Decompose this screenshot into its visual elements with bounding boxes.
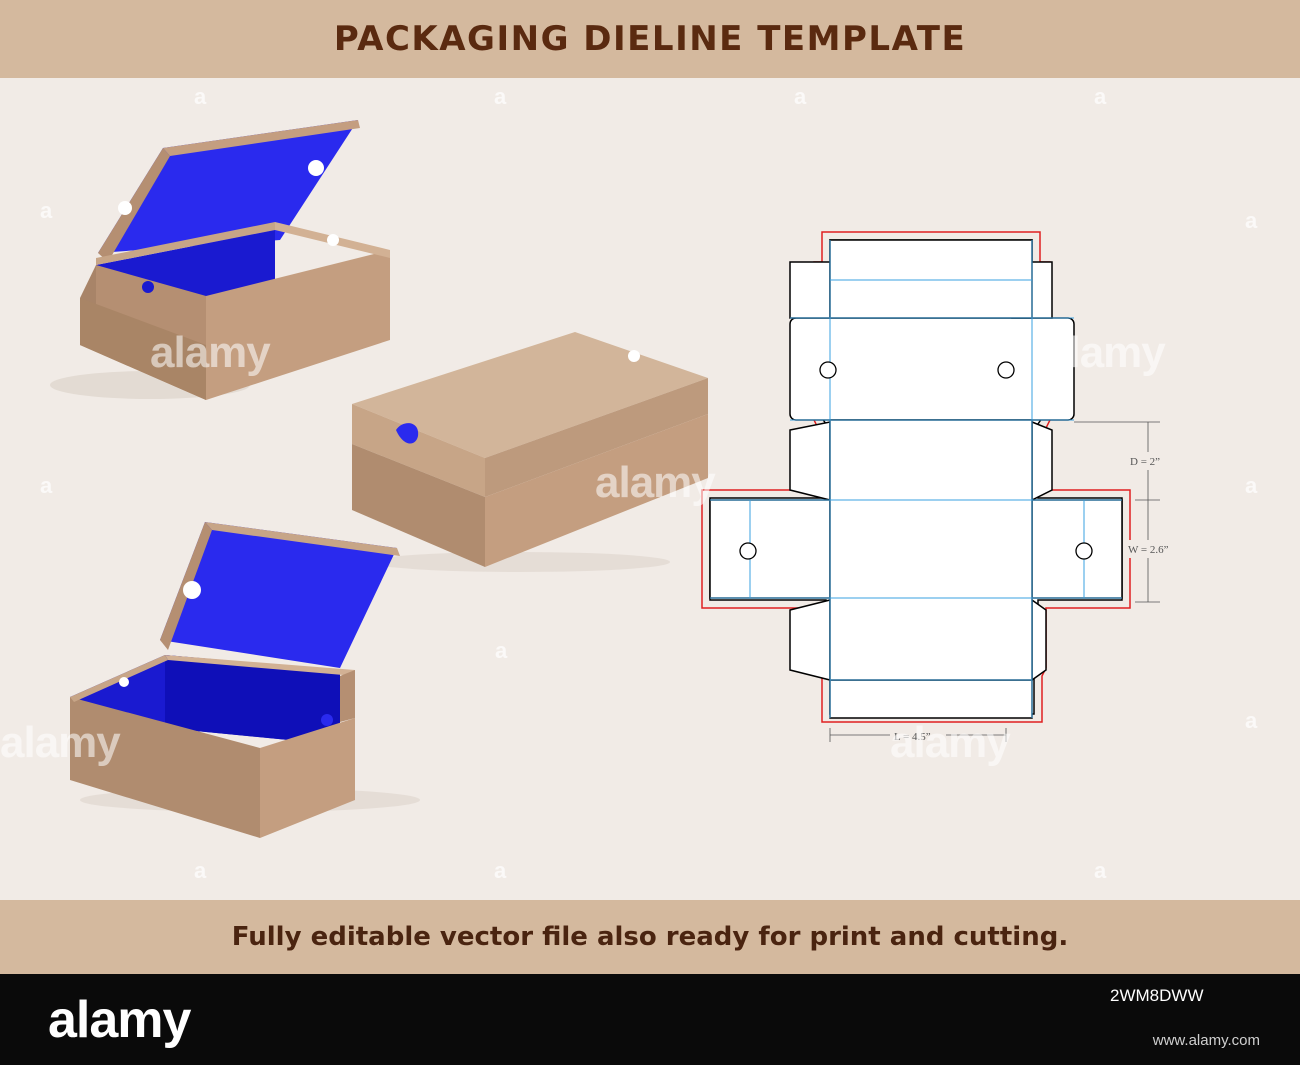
dieline-template: D = 2” W = 2.6” L = 4.5”: [701, 231, 1174, 744]
watermark-mark: a: [194, 858, 207, 883]
watermark-mark: a: [194, 84, 207, 109]
watermark-text: alamy: [1045, 328, 1166, 377]
open-box-illustration-1: [50, 120, 390, 400]
watermark-mark: a: [494, 84, 507, 109]
open-box-illustration-2: [70, 522, 420, 838]
watermark-mark: a: [1245, 208, 1258, 233]
caption-text: Fully editable vector file also ready fo…: [231, 922, 1069, 952]
watermark-text: alamy: [890, 718, 1011, 767]
depth-label: D = 2”: [1130, 456, 1160, 468]
closed-box-illustration: [352, 332, 708, 572]
watermark-mark: a: [1094, 84, 1107, 109]
alamy-logo: alamy: [48, 991, 191, 1049]
image-id: 2WM8DWW: [1110, 986, 1204, 1005]
width-label: W = 2.6”: [1128, 544, 1169, 556]
watermark-text: alamy: [0, 718, 121, 767]
watermark-mark: a: [40, 473, 53, 498]
watermark-mark: a: [1245, 708, 1258, 733]
watermark-mark: a: [495, 638, 508, 663]
illustration-svg: D = 2” W = 2.6” L = 4.5”: [50, 120, 1174, 838]
title-band: PACKAGING DIELINE TEMPLATE: [0, 0, 1300, 78]
watermark-mark: a: [794, 84, 807, 109]
watermark-text: alamy: [595, 458, 716, 507]
caption-band: Fully editable vector file also ready fo…: [0, 900, 1300, 974]
stock-footer: alamy 2WM8DWW www.alamy.com: [0, 974, 1300, 1065]
watermark-mark: a: [1245, 473, 1258, 498]
watermark-mark: a: [1094, 858, 1107, 883]
watermark-text: alamy: [150, 328, 271, 377]
length-label: L = 4.5”: [894, 731, 931, 743]
site-url: www.alamy.com: [1152, 1032, 1260, 1049]
watermark-mark: a: [494, 858, 507, 883]
watermark-mark: a: [40, 198, 53, 223]
illustration-canvas: D = 2” W = 2.6” L = 4.5” alamy alamy ala…: [0, 78, 1300, 900]
page-title: PACKAGING DIELINE TEMPLATE: [333, 19, 967, 59]
